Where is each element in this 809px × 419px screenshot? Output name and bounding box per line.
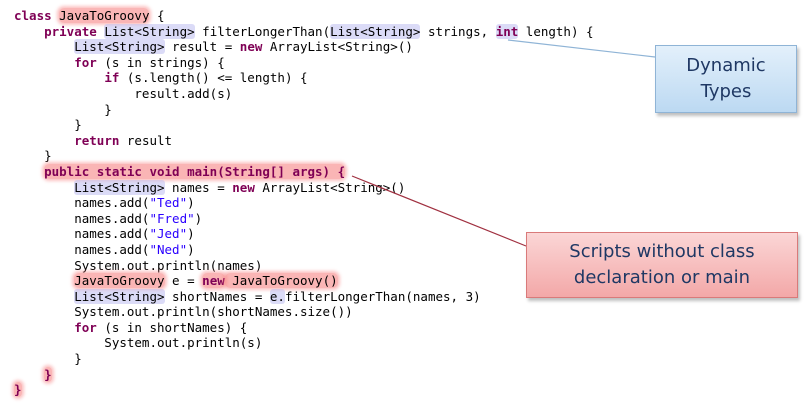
code-line: System.out.println(shortNames.size()) xyxy=(14,304,594,320)
code-line: } xyxy=(14,382,594,398)
highlighted-token: JavaToGroovy() xyxy=(224,273,338,289)
code-token: "Ted" xyxy=(149,195,188,211)
code-token: result.add(s) xyxy=(14,85,233,101)
type-token: List<String> xyxy=(74,179,165,195)
code-line: private List<String> filterLongerThan(Li… xyxy=(14,23,594,40)
code-token: private xyxy=(44,23,97,39)
code-token: names.add( xyxy=(14,241,150,257)
code-line: List<String> result = new ArrayList<Stri… xyxy=(14,39,594,55)
code-token: filterLongerThan(names, 3) xyxy=(284,288,481,304)
highlighted-token: } xyxy=(14,382,22,398)
dynamic-types-callout: Dynamic Types xyxy=(655,45,797,113)
code-token: { xyxy=(149,8,165,23)
code-token: ) xyxy=(194,210,203,226)
code-token: class xyxy=(14,8,60,23)
code-line: names.add("Jed") xyxy=(14,226,594,242)
code-line: } xyxy=(14,148,594,164)
scripts-callout: Scripts without class declaration or mai… xyxy=(526,232,798,298)
type-token: e. xyxy=(269,288,285,304)
type-token: List<String> xyxy=(330,23,421,39)
type-token: List<String> xyxy=(74,288,165,304)
code-token: (s.length() <= length) { xyxy=(119,70,308,86)
code-line: JavaToGroovy e = new JavaToGroovy() xyxy=(14,273,594,289)
code-line: result.add(s) xyxy=(14,86,594,102)
code-line: if (s.length() <= length) { xyxy=(14,70,594,86)
highlighted-token: } xyxy=(44,366,52,382)
scripts-callout-line2: declaration or main xyxy=(573,267,751,288)
code-line: System.out.println(s) xyxy=(14,335,594,351)
code-token: e = xyxy=(164,273,203,289)
code-token: ArrayList<String>() xyxy=(262,39,413,55)
code-token: if xyxy=(104,70,120,86)
code-token: } xyxy=(14,148,52,164)
code-token: names.add( xyxy=(14,195,150,211)
code-line: } xyxy=(14,102,594,118)
code-line: public static void main(String[] args) { xyxy=(14,163,594,180)
code-token: names.add( xyxy=(14,210,150,226)
code-line: for (s in shortNames) { xyxy=(14,320,594,336)
code-token: result xyxy=(119,132,173,148)
code-line: return result xyxy=(14,133,594,149)
code-token: System.out.println(s) xyxy=(14,335,263,351)
code-line: names.add("Fred") xyxy=(14,211,594,227)
code-token: } xyxy=(14,351,82,367)
code-token: } xyxy=(14,117,82,133)
dynamic-types-line2: Types xyxy=(700,81,752,102)
code-token: length) { xyxy=(518,23,594,39)
code-line: } xyxy=(14,117,594,133)
code-token: new xyxy=(232,179,255,195)
scripts-callout-line1: Scripts without class xyxy=(569,241,755,262)
code-token: "Fred" xyxy=(149,210,195,226)
code-token: return xyxy=(74,132,120,148)
code-line: List<String> shortNames = e.filterLonger… xyxy=(14,288,594,305)
code-token: "Jed" xyxy=(149,226,188,242)
code-token: new xyxy=(239,39,263,55)
types-connector-line xyxy=(507,39,656,58)
dynamic-types-line1: Dynamic xyxy=(686,55,766,76)
code-listing: class JavaToGroovy { private List<String… xyxy=(14,8,594,398)
code-line: names.add("Ned") xyxy=(14,242,594,258)
code-line: } xyxy=(14,366,594,383)
code-token: ) xyxy=(187,226,195,242)
code-token: result = xyxy=(164,39,240,55)
highlighted-token: JavaToGroovy xyxy=(74,273,165,289)
code-token: (s in shortNames) { xyxy=(96,319,248,335)
type-token: List<String> xyxy=(104,23,195,39)
code-token: "Ned" xyxy=(149,241,188,257)
code-token: ) xyxy=(187,195,195,211)
code-line: System.out.println(names) xyxy=(14,258,594,274)
highlighted-token: JavaToGroovy xyxy=(59,8,150,23)
code-token: for xyxy=(74,54,97,70)
code-token: ) xyxy=(187,241,195,257)
code-line: class JavaToGroovy { xyxy=(14,8,594,24)
code-line: for (s in strings) { xyxy=(14,55,594,71)
highlighted-token: public static void main(String[] args) { xyxy=(44,163,346,179)
type-token: int xyxy=(495,23,519,39)
code-token: System.out.println(names) xyxy=(14,257,263,273)
code-line: names.add("Ted") xyxy=(14,195,594,211)
code-token: System.out.println(shortNames.size()) xyxy=(14,304,353,320)
code-token: names = xyxy=(164,179,233,195)
code-line: } xyxy=(14,351,594,367)
scripts-connector-line xyxy=(351,175,527,247)
code-token: names.add( xyxy=(14,226,150,242)
code-token: shortNames = xyxy=(164,288,270,304)
code-token: filterLongerThan( xyxy=(194,23,331,39)
type-token: List<String> xyxy=(74,39,165,55)
highlighted-token: new xyxy=(202,273,225,289)
code-token: (s in strings) { xyxy=(96,54,225,70)
code-token: for xyxy=(74,319,97,335)
code-token: } xyxy=(14,101,112,117)
code-token: strings, xyxy=(420,23,496,39)
